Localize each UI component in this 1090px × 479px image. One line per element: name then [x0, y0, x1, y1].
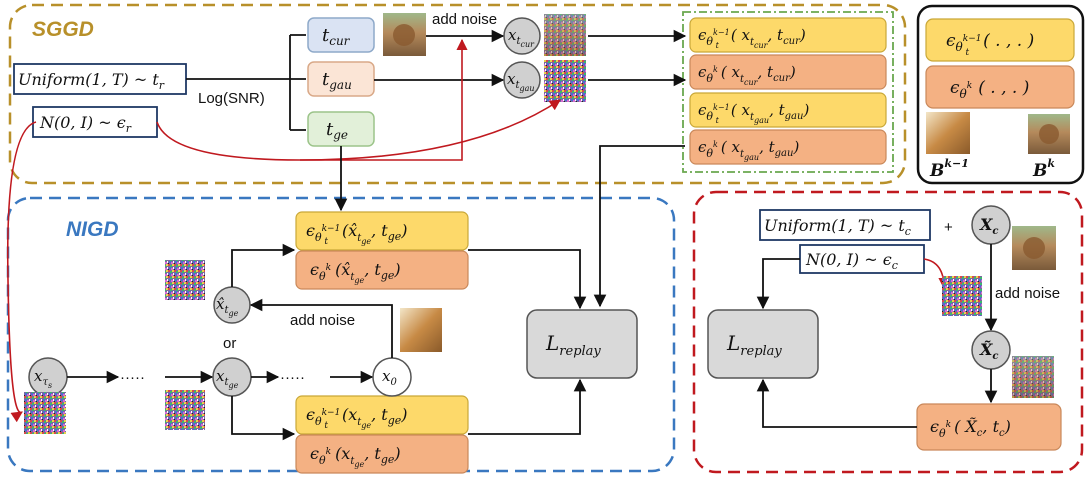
dots-2: ·····: [280, 369, 305, 386]
nigd-noise-image-tge: [165, 390, 205, 430]
nigd-add-noise-label: add noise: [290, 312, 355, 329]
replay-model-text: ϵθk( X̃c, tc): [930, 417, 1011, 440]
t-gau-box: [307, 61, 375, 97]
sggd-normal-text: N(0, I) ~ ϵr: [39, 113, 132, 135]
replay-red-noise-curve: [923, 258, 950, 290]
x-gau-text: xtgau: [507, 70, 535, 93]
replay-noise-image: [942, 276, 982, 316]
nigd-top-cur-text: ϵθk(x̂tge, tge): [310, 260, 401, 285]
t-ge-text: tge: [326, 119, 348, 142]
arrow-model-to-loss: [756, 378, 917, 428]
t-cur-box: [307, 17, 375, 53]
legend-dog-image-face: [1039, 124, 1059, 144]
nigd-loss-box: [526, 309, 638, 379]
legend-cur-model-text: ϵθk( . , . ): [950, 78, 1029, 101]
nigd-bot-cur-text: ϵθk(xtge, tge): [310, 444, 401, 469]
legend-cur-bank: Bk: [1032, 157, 1055, 181]
x-hat-text: x̂tge: [216, 295, 239, 318]
xc-tilde-text: X̃c: [979, 340, 999, 362]
nigd-bot-prev-box: [295, 395, 469, 435]
arrow-x0-xhat: [249, 298, 393, 358]
sggd-output-text: ϵθk( xtgau, tgau): [698, 138, 799, 162]
sggd-output-box: [689, 129, 887, 165]
red-noise-line-sggd: [156, 38, 468, 161]
arrow-normal-to-loss: [756, 258, 800, 310]
x-cur-text: xtcur: [508, 26, 535, 49]
sggd-uniform-text: Uniform(1, T) ~ tr: [18, 70, 165, 92]
replay-loss-text: Lreplay: [726, 331, 782, 359]
legend-prev-model-box: [925, 18, 1075, 62]
arrow-sggd-to-loss: [593, 145, 685, 308]
sggd-output-group: [682, 11, 894, 173]
log-snr-label: Log(SNR): [198, 90, 265, 107]
x0-text: x0: [382, 367, 397, 388]
arrow-xhat-top: [231, 243, 296, 287]
legend-cur-model-box: [925, 65, 1075, 109]
red-noise-to-nigd: [6, 121, 37, 423]
sggd-normal-box: [32, 106, 158, 138]
legend-prev-bank: Bk−1: [929, 157, 969, 181]
sggd-output-box: [689, 17, 887, 53]
xc-text: Xc: [979, 215, 999, 237]
nigd-bot-cur-box: [295, 434, 469, 474]
replay-add-noise-label: add noise: [995, 285, 1060, 302]
sggd-branch-connector: [186, 34, 306, 131]
nigd-noise-image-hat: [165, 260, 205, 300]
t-gau-text: tgau: [322, 69, 352, 92]
x-tge-text: xtge: [216, 367, 239, 390]
nigd-title: NIGD: [66, 218, 119, 241]
noise-image-sggd: [544, 60, 586, 102]
sggd-frame: [8, 3, 907, 185]
nigd-or-label: or: [223, 335, 236, 352]
sggd-add-noise-label: add noise: [432, 11, 497, 28]
replay-plus: +: [944, 219, 953, 236]
replay-frame: [692, 190, 1084, 474]
sggd-title: SGGD: [32, 18, 94, 41]
sggd-uniform-box: [13, 63, 187, 95]
arrow-xtge-bot: [231, 396, 296, 441]
replay-loss-box: [707, 309, 819, 379]
replay-uniform-box: [759, 209, 931, 241]
legend-cat-image: [926, 112, 970, 154]
t-cur-text: tcur: [322, 25, 351, 48]
arrow-bot-to-loss: [468, 378, 587, 435]
noisy-dog-image-sggd-tint: [544, 14, 586, 56]
red-noise-curve-gau: [299, 99, 561, 161]
dog-image-sggd-face: [393, 24, 415, 46]
nigd-noise-image-tau: [24, 392, 66, 434]
sggd-output-box: [689, 54, 887, 90]
sggd-output-text: ϵθk( xtcur, tcur): [698, 63, 796, 87]
x-tau-text: xτs: [34, 367, 52, 390]
arrow-top-to-loss: [468, 249, 587, 310]
replay-normal-text: N(0, I) ~ ϵc: [805, 250, 898, 272]
replay-uniform-text: Uniform(1, T) ~ tc: [764, 216, 911, 238]
nigd-top-prev-box: [295, 211, 469, 251]
replay-dog-image-face: [1023, 237, 1045, 259]
nigd-loss-text: Lreplay: [545, 331, 601, 359]
nigd-cat-image: [400, 308, 442, 352]
nigd-top-cur-box: [295, 250, 469, 290]
dots-1: ·····: [120, 369, 145, 386]
sggd-output-box: [689, 92, 887, 128]
replay-noisy-dog-tint: [1012, 356, 1054, 398]
